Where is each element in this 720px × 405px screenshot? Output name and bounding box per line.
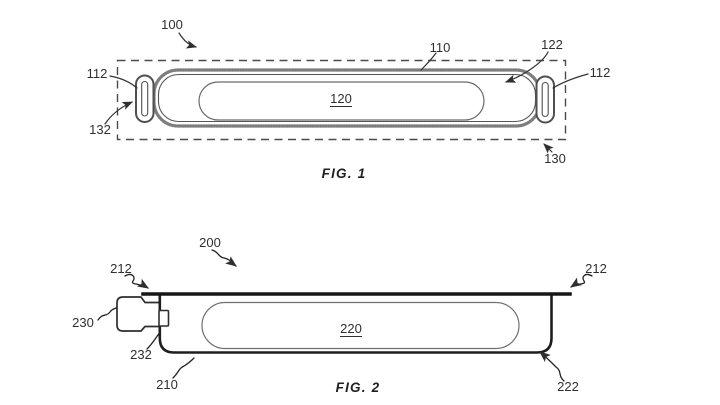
fig2-leader-200: [211, 249, 237, 267]
fig2-tab-232: [158, 309, 170, 327]
fig2-leader-232: [146, 331, 161, 350]
figure2-caption: FIG. 2: [336, 380, 381, 395]
fig1-ref-100: 100: [161, 17, 183, 32]
fig2-leader-212-right: [570, 273, 593, 288]
figure1-drawing: 100 110 122 112 112 132 130 120 FIG. 1: [87, 17, 611, 181]
figure2-drawing: 200 212 212 230 232 210 222 220 FIG. 2: [72, 235, 607, 395]
fig1-leader-132: [104, 101, 133, 125]
fig1-ref-112-left: 112: [87, 66, 108, 81]
fig2-leader-212-left: [124, 273, 149, 289]
fig1-ref-132: 132: [89, 122, 111, 137]
fig2-connector-block: [116, 296, 159, 332]
fig1-leader-100: [178, 32, 198, 49]
fig1-end-cap-left: [135, 74, 155, 123]
fig2-ref-212-left: 212: [110, 261, 132, 276]
fig2-ref-210: 210: [156, 377, 178, 392]
fig2-ref-232: 232: [130, 347, 152, 362]
fig1-leader-122: [505, 51, 549, 83]
fig1-ref-110: 110: [430, 40, 451, 55]
fig1-leader-112-left: [109, 75, 138, 89]
fig1-end-cap-right-slot: [541, 81, 549, 118]
fig1-inner-cell: [198, 81, 485, 121]
fig2-inner-cell: [201, 301, 520, 350]
fig2-ref-222: 222: [557, 379, 579, 394]
fig1-leader-112-right: [552, 73, 589, 89]
fig2-ref-230: 230: [72, 315, 94, 330]
fig1-leader-110: [420, 52, 437, 71]
fig1-end-cap-left-slot: [141, 80, 149, 117]
fig2-leader-230: [97, 307, 117, 321]
fig2-ref-200: 200: [199, 235, 221, 250]
fig2-leader-222: [539, 351, 565, 382]
fig1-dashed-boundary: [116, 59, 567, 141]
fig1-ref-130: 130: [544, 151, 566, 166]
fig1-ref-122: 122: [541, 37, 563, 52]
figure1-caption: FIG. 1: [322, 166, 367, 181]
fig2-leader-210: [172, 357, 195, 379]
fig1-ref-112-right: 112: [590, 65, 611, 80]
fig1-end-cap-right: [535, 75, 555, 124]
fig2-ref-212-right: 212: [585, 261, 607, 276]
fig1-ref-120: 120: [330, 91, 352, 106]
fig1-leader-130: [543, 143, 554, 154]
fig2-ref-220: 220: [340, 321, 362, 336]
